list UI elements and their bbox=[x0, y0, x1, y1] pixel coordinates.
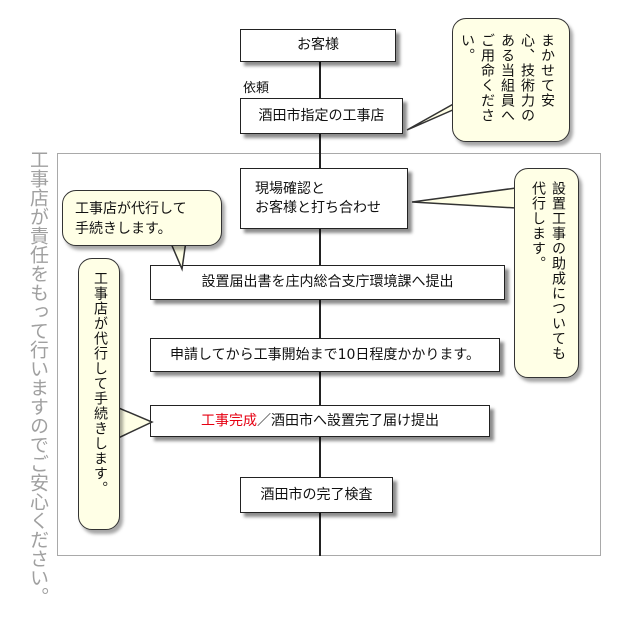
bubble-proxy-vertical: 工事店が代行して手続きします。 bbox=[78, 258, 120, 530]
request-label: 依頼 bbox=[243, 81, 270, 96]
submit-application-label: 設置届出書を庄内総合支庁環境課へ提出 bbox=[201, 274, 454, 290]
completion-rest-text: ／酒田市へ設置完了届け提出 bbox=[257, 412, 439, 429]
connector-line bbox=[319, 513, 321, 556]
site-survey-line1: 現場確認と bbox=[255, 180, 325, 197]
completion-box: 工事完成／酒田市へ設置完了届け提出 bbox=[150, 405, 490, 437]
customer-label: お客様 bbox=[297, 37, 339, 53]
connector-line bbox=[319, 134, 321, 176]
inspection-box: 酒田市の完了検査 bbox=[240, 477, 393, 513]
bubble-proxy-line1: 工事店が代行して bbox=[75, 201, 187, 217]
site-survey-box: 現場確認と お客様と打ち合わせ bbox=[240, 168, 408, 229]
designated-shop-label: 酒田市指定の工事店 bbox=[258, 107, 385, 124]
wait-period-box: 申請してから工事開始まで10日程度かかります。 bbox=[150, 338, 500, 372]
site-survey-line2: お客様と打ち合わせ bbox=[255, 199, 381, 216]
connector-line bbox=[319, 437, 321, 477]
designated-shop-box: 酒田市指定の工事店 bbox=[240, 98, 403, 134]
completion-red-text: 工事完成 bbox=[201, 412, 257, 429]
connector-line bbox=[319, 300, 321, 340]
bubble-tail bbox=[411, 187, 517, 209]
wait-period-label: 申請してから工事開始まで10日程度かかります。 bbox=[170, 346, 480, 363]
submit-application-box: 設置届出書を庄内総合支庁環境課へ提出 bbox=[150, 265, 505, 300]
bubble-proxy-horizontal: 工事店が代行して 手続きします。 bbox=[62, 190, 222, 246]
bubble-proxy-line2: 手続きします。 bbox=[75, 221, 172, 237]
customer-box: お客様 bbox=[240, 29, 396, 62]
connector-line bbox=[319, 62, 321, 98]
bubble-subsidy: 設置工事の助成についても代行します。 bbox=[514, 168, 579, 378]
connector-line bbox=[319, 229, 321, 265]
inspection-label: 酒田市の完了検査 bbox=[260, 486, 373, 503]
completion-label: 工事完成／酒田市へ設置完了届け提出 bbox=[201, 412, 439, 431]
process-frame bbox=[57, 153, 601, 556]
side-note: 工事店が責任をもって行いますのでご安心ください。 bbox=[27, 150, 49, 606]
bubble-reliable: まかせて安心、技術力のある当組員へご用命ください。 bbox=[452, 18, 570, 142]
connector-line bbox=[319, 372, 321, 405]
